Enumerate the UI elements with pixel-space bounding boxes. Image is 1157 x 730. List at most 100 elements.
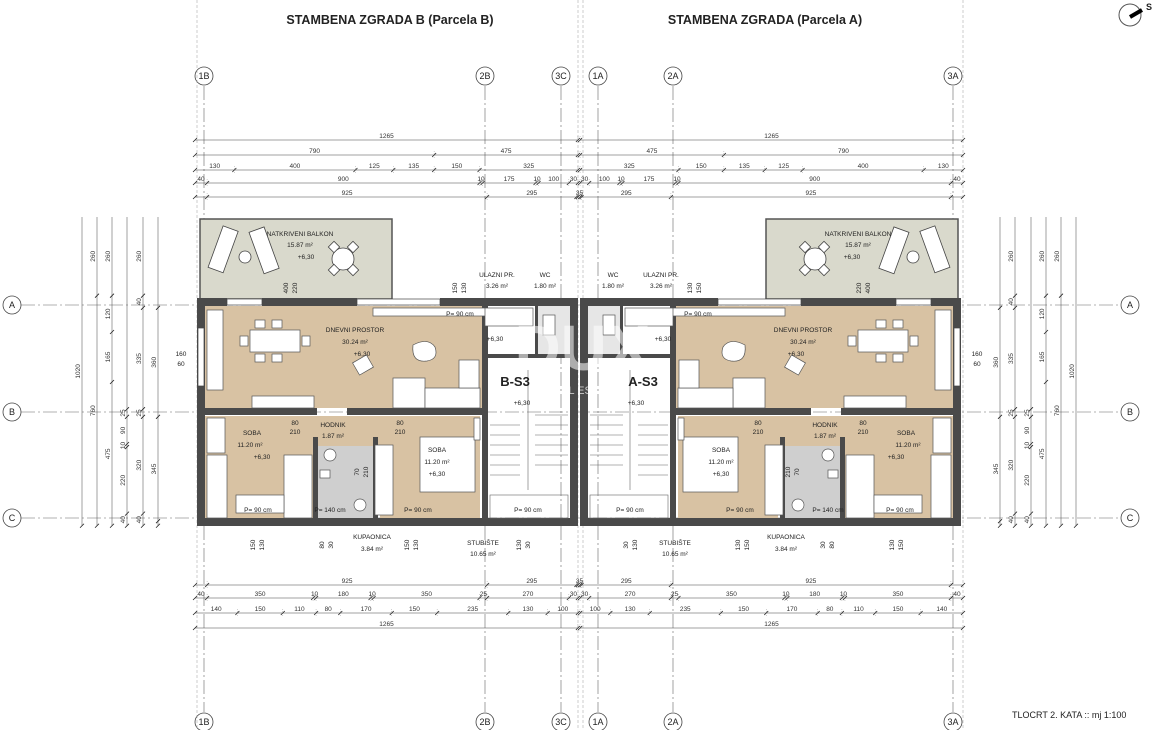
- dimension-tick: [1012, 293, 1018, 298]
- room1-level: +6,30: [888, 454, 905, 461]
- opening-dimension: 30: [525, 541, 532, 549]
- door-width: 80: [396, 420, 404, 427]
- dimension-label: 10: [368, 591, 376, 598]
- dimension-tick: [94, 293, 100, 298]
- drawing-footer: TLOCRT 2. KATA :: mj 1:100: [1012, 710, 1126, 720]
- dimension-label: 760: [1054, 405, 1061, 416]
- dimension-label: 150: [738, 606, 749, 613]
- grid-label: 1A: [592, 71, 603, 81]
- dimension-label: 475: [105, 448, 112, 459]
- opening-dimension: 150: [898, 539, 905, 550]
- grid-label: 2A: [667, 717, 678, 727]
- dimension-label: 170: [361, 606, 372, 613]
- dimension-label: 80: [325, 606, 333, 613]
- wardrobe-label: P= 90 cm: [684, 311, 712, 318]
- grid-label: 2A: [667, 71, 678, 81]
- door-height: 210: [858, 429, 869, 436]
- grid-bubble: [588, 66, 608, 86]
- dimension-label: 120: [105, 308, 112, 319]
- dimension-tick: [155, 305, 161, 311]
- dimension-tick: [109, 293, 115, 298]
- grid-bubble: [588, 712, 608, 730]
- opening-dimension: 130: [687, 282, 694, 293]
- dimension-label: 40: [136, 298, 143, 306]
- dimension-label: 100: [590, 606, 601, 613]
- dimension-label: 40: [197, 591, 205, 598]
- dimension-label: 165: [1039, 351, 1046, 362]
- dimension-tick: [960, 610, 966, 616]
- dimension-tick: [1012, 414, 1018, 420]
- watermark-subtitle: REAL ESTATE: [546, 385, 619, 397]
- dimension-label: 1265: [379, 133, 394, 140]
- living-level: +6,30: [354, 351, 371, 358]
- dimension-label: 260: [136, 251, 143, 262]
- dimension-label: 475: [647, 148, 658, 155]
- opening-dimension: 400: [283, 282, 290, 293]
- dimension-label: 345: [151, 463, 158, 474]
- dimension-label: 180: [338, 591, 349, 598]
- grid-label: 3A: [947, 71, 958, 81]
- dimension-label: 335: [136, 353, 143, 364]
- north-compass-icon: S: [1118, 2, 1152, 27]
- dimension-tick: [1073, 523, 1079, 529]
- opening-dimension: 150: [452, 282, 459, 293]
- dimension-label: 130: [209, 163, 220, 170]
- dimension-label: 90: [120, 426, 127, 434]
- grid-bubble: [663, 66, 683, 86]
- opening-dimension: 220: [292, 282, 299, 293]
- dimension-label: 760: [90, 405, 97, 416]
- dimension-label: 25: [671, 591, 679, 598]
- dimension-tick: [1043, 523, 1049, 529]
- dimension-tick: [140, 511, 146, 516]
- dimension-tick: [192, 167, 198, 173]
- dimension-label: 10: [533, 176, 541, 183]
- room2-area: 11.20 m²: [708, 459, 734, 466]
- grid-label: 3C: [555, 71, 567, 81]
- dimension-tick: [124, 414, 130, 420]
- balcony-area: 15.87 m²: [845, 242, 871, 249]
- grid-label: C: [1127, 513, 1134, 523]
- dimension-tick: [1043, 329, 1049, 335]
- dimension-tick: [124, 523, 130, 529]
- dimension-label: 40: [1008, 298, 1015, 306]
- dimension-label: 90: [1024, 426, 1031, 434]
- opening-dimension: 130: [516, 539, 523, 550]
- building-b-title: STAMBENA ZGRADA B (Parcela B): [286, 13, 493, 27]
- opening-dimension: 150: [250, 539, 257, 550]
- dimension-label: 130: [938, 163, 949, 170]
- room2-level: +6,30: [713, 471, 730, 478]
- window-width: 160: [972, 351, 983, 358]
- dimension-tick: [109, 523, 115, 529]
- dimension-tick: [997, 414, 1003, 420]
- dimension-tick: [192, 180, 198, 186]
- bath-name: KUPAONICA: [767, 534, 805, 541]
- living-name: DNEVNI PROSTOR: [326, 327, 385, 334]
- opening-dimension: 30: [820, 541, 827, 549]
- balcony-level: +6,30: [298, 254, 315, 261]
- hall-area: 1.87 m²: [322, 433, 345, 440]
- dimension-label: 150: [409, 606, 420, 613]
- dimension-label: 900: [338, 176, 349, 183]
- dimension-label: 40: [120, 516, 127, 524]
- grid-bubble: [475, 712, 495, 730]
- dimension-tick: [124, 511, 130, 516]
- grid-bubble: [663, 712, 683, 730]
- stairs-area: 10.65 m²: [470, 551, 496, 558]
- dimension-label: 320: [136, 459, 143, 470]
- dimension-label: 10: [673, 176, 681, 183]
- dimension-label: 360: [151, 356, 158, 367]
- door-width: 80: [859, 420, 867, 427]
- dimension-label: 400: [858, 163, 869, 170]
- dimension-label: 150: [696, 163, 707, 170]
- opening-dimension: 130: [461, 282, 468, 293]
- dimension-label: 270: [625, 591, 636, 598]
- entry-area: 3.26 m²: [650, 283, 673, 290]
- opening-dimension: 30: [623, 541, 630, 549]
- opening-dimension: 30: [328, 541, 335, 549]
- dimension-tick: [1012, 523, 1018, 529]
- dimension-label: 140: [936, 606, 947, 613]
- dimension-label: 295: [526, 578, 537, 585]
- dimension-label: 80: [826, 606, 834, 613]
